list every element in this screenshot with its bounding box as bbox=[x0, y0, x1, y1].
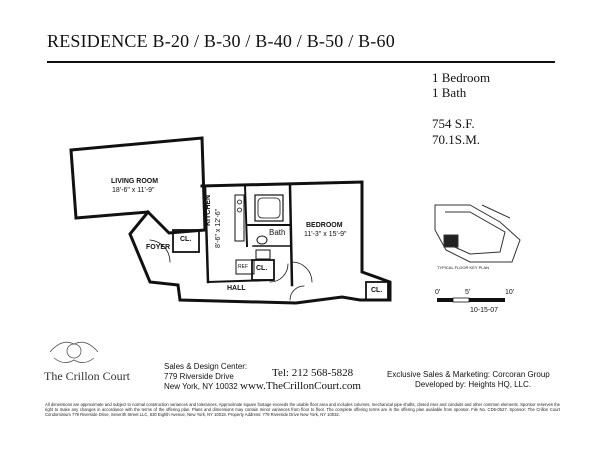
key-plan-label: TYPICAL FLOOR KEY PLAN bbox=[437, 265, 490, 270]
legal-disclaimer: All dimensions are approximate and subje… bbox=[45, 402, 560, 417]
kitchen-label: KITCHEN bbox=[205, 194, 212, 226]
sales-address-line-1: 779 Riverside Drive bbox=[164, 372, 234, 381]
bedroom-label: BEDROOM bbox=[306, 222, 343, 229]
phone-number: Tel: 212 568-5828 bbox=[272, 367, 354, 379]
key-plan bbox=[434, 204, 521, 263]
bath-count: 1 Bath bbox=[432, 85, 467, 100]
developer-text: Developed by: Heights HQ, LLC. bbox=[415, 380, 532, 389]
kitchen-dimensions: 8'-6" x 12'-6" bbox=[215, 208, 222, 248]
plan-date: 10-15-07 bbox=[470, 307, 499, 314]
scale-label-10: 10' bbox=[505, 289, 515, 296]
bedroom-count: 1 Bedroom bbox=[432, 70, 491, 85]
crillon-court-logo-ornament bbox=[49, 341, 99, 363]
scale-bar bbox=[437, 297, 505, 303]
sales-center-title: Sales & Design Center: bbox=[164, 362, 248, 371]
living-room-dimensions: 18'-6" x 11'-9" bbox=[112, 187, 155, 194]
foyer-label: FOYER bbox=[146, 244, 171, 251]
scale-label-0: 0' bbox=[435, 289, 441, 296]
sales-address-line-2: New York, NY 10032 bbox=[164, 382, 238, 391]
closet-label-foyer: CL. bbox=[180, 236, 192, 243]
scale-label-5: 5' bbox=[465, 289, 471, 296]
bedroom-dimensions: 11'-3" x 15'-9" bbox=[304, 231, 347, 238]
living-room-wall bbox=[69, 136, 207, 235]
closet-label-bath: CL. bbox=[256, 265, 268, 272]
page-title: RESIDENCE B-20 / B-30 / B-40 / B-50 / B-… bbox=[47, 31, 395, 51]
closet-label-bedroom: CL. bbox=[371, 287, 383, 294]
title-rule bbox=[47, 61, 555, 63]
hall-label: HALL bbox=[227, 285, 246, 292]
refrigerator-label: REF bbox=[238, 264, 248, 270]
website-link[interactable]: www.TheCrillonCourt.com bbox=[240, 380, 361, 392]
outer-wall-lower bbox=[128, 209, 392, 305]
exclusive-sales-text: Exclusive Sales & Marketing: Corcoran Gr… bbox=[387, 370, 550, 379]
developer-logo-text: The Crillon Court bbox=[44, 369, 130, 383]
square-meters: 70.1S.M. bbox=[432, 132, 481, 147]
bath-label: Bath bbox=[269, 228, 286, 237]
square-feet: 754 S.F. bbox=[432, 116, 475, 131]
living-room-label: LIVING ROOM bbox=[111, 178, 159, 185]
